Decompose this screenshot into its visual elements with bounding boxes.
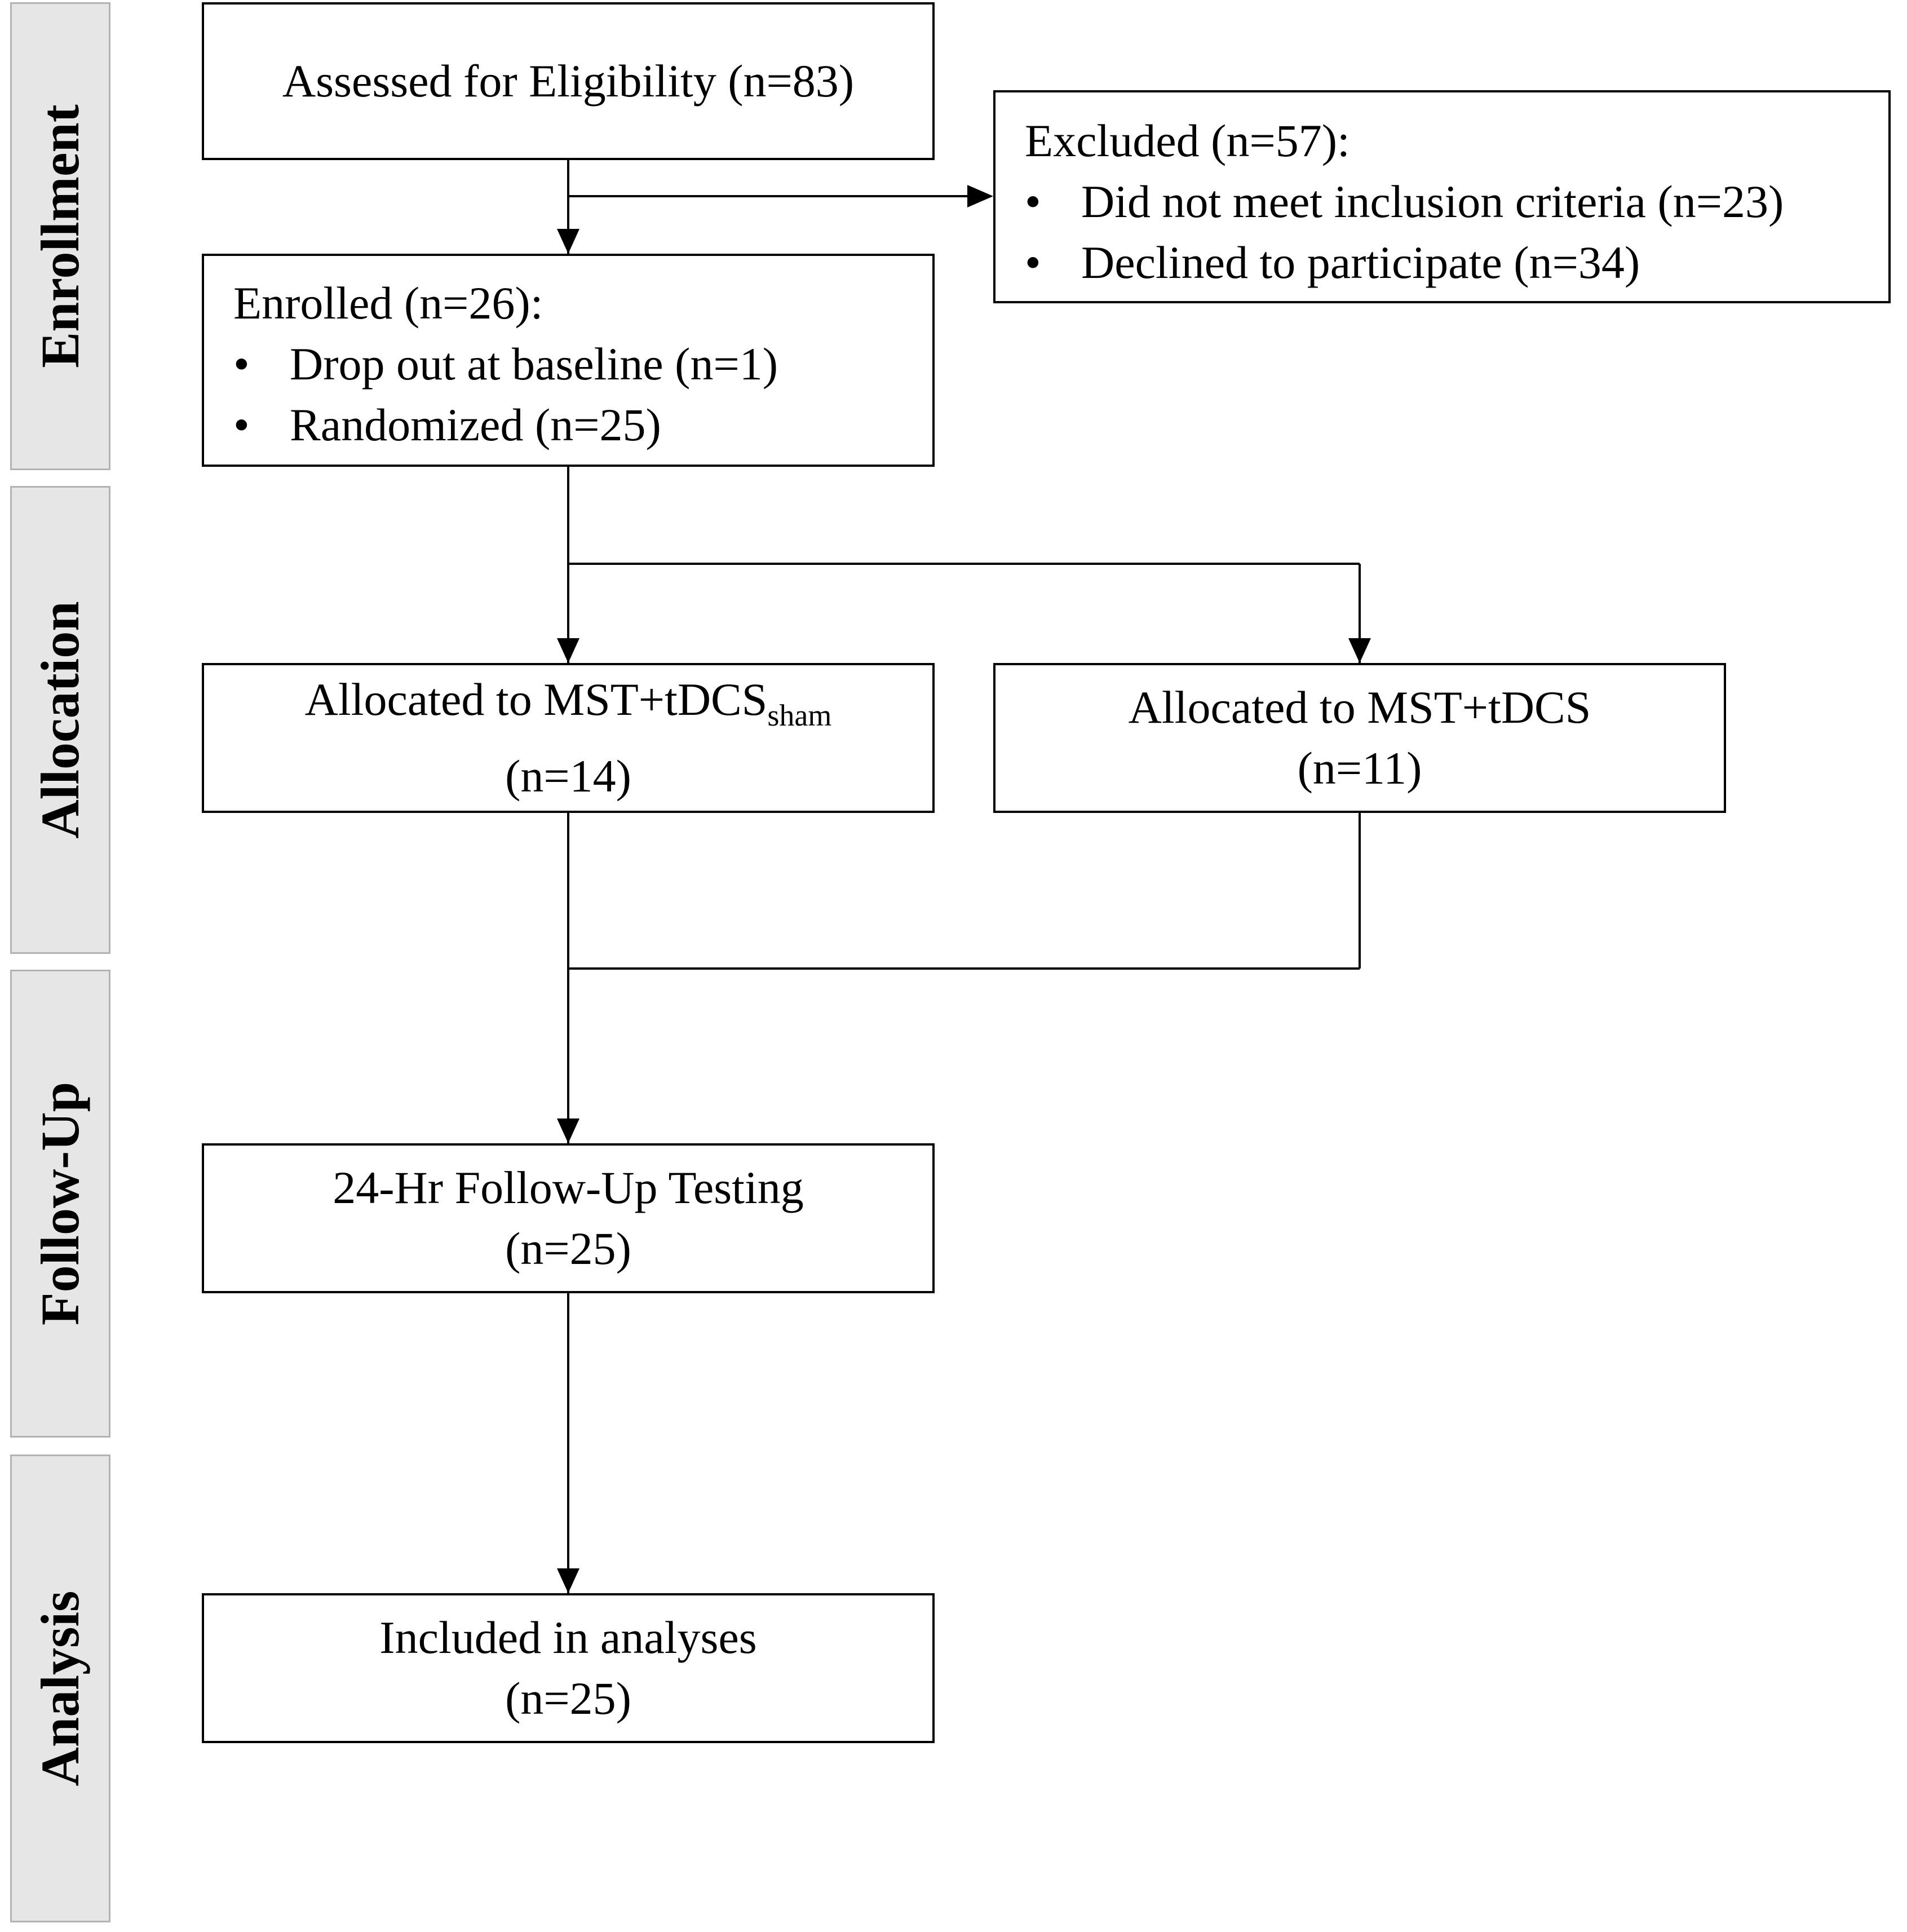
excluded-list: Did not meet inclusion criteria (n=23) D… (1025, 171, 1888, 293)
analysis-label: Included in analyses (379, 1612, 757, 1663)
alloc-sham-label: Allocated to MST+tDCS (304, 674, 768, 726)
box-alloc-active: Allocated to MST+tDCS (n=11) (993, 663, 1726, 813)
arrowhead-alloc-active (1348, 638, 1371, 663)
alloc-sham-count: (n=14) (505, 750, 631, 802)
arrowhead-enrolled (557, 229, 579, 254)
box-assessed: Assessed for Eligibility (n=83) (202, 2, 935, 160)
enrolled-item-dropout: Drop out at baseline (n=1) (233, 334, 932, 395)
analysis-count: (n=25) (505, 1673, 631, 1724)
excluded-title: Excluded (n=57): (1025, 115, 1350, 166)
alloc-sham-subscript: sham (767, 698, 832, 732)
enrolled-item-randomized: Randomized (n=25) (233, 395, 932, 456)
followup-count: (n=25) (505, 1223, 631, 1274)
box-enrolled: Enrolled (n=26): Drop out at baseline (n… (202, 254, 935, 467)
box-excluded: Excluded (n=57): Did not meet inclusion … (993, 90, 1891, 303)
enrolled-list: Drop out at baseline (n=1) Randomized (n… (233, 334, 932, 456)
alloc-active-count: (n=11) (1297, 742, 1422, 794)
followup-label: 24-Hr Follow-Up Testing (333, 1162, 804, 1213)
excluded-item-declined: Declined to participate (n=34) (1025, 232, 1888, 293)
assessed-text: Assessed for Eligibility (n=83) (282, 55, 855, 107)
box-alloc-sham: Allocated to MST+tDCSsham (n=14) (202, 663, 935, 813)
box-analysis: Included in analyses (n=25) (202, 1593, 935, 1743)
arrowhead-excluded (967, 185, 993, 207)
arrowhead-followup (557, 1118, 579, 1143)
arrowhead-analysis (557, 1568, 579, 1593)
arrowhead-alloc-sham (557, 638, 579, 663)
stage-followup: Follow-Up (10, 970, 110, 1438)
box-followup: 24-Hr Follow-Up Testing (n=25) (202, 1143, 935, 1293)
stage-analysis: Analysis (10, 1454, 110, 1922)
stage-allocation: Allocation (10, 486, 110, 954)
stage-enrollment: Enrollment (10, 2, 110, 470)
alloc-active-label: Allocated to MST+tDCS (1128, 682, 1591, 733)
alloc-sham-line1: Allocated to MST+tDCSsham (305, 669, 832, 746)
excluded-item-criteria: Did not meet inclusion criteria (n=23) (1025, 171, 1888, 232)
enrolled-title: Enrolled (n=26): (233, 277, 543, 329)
